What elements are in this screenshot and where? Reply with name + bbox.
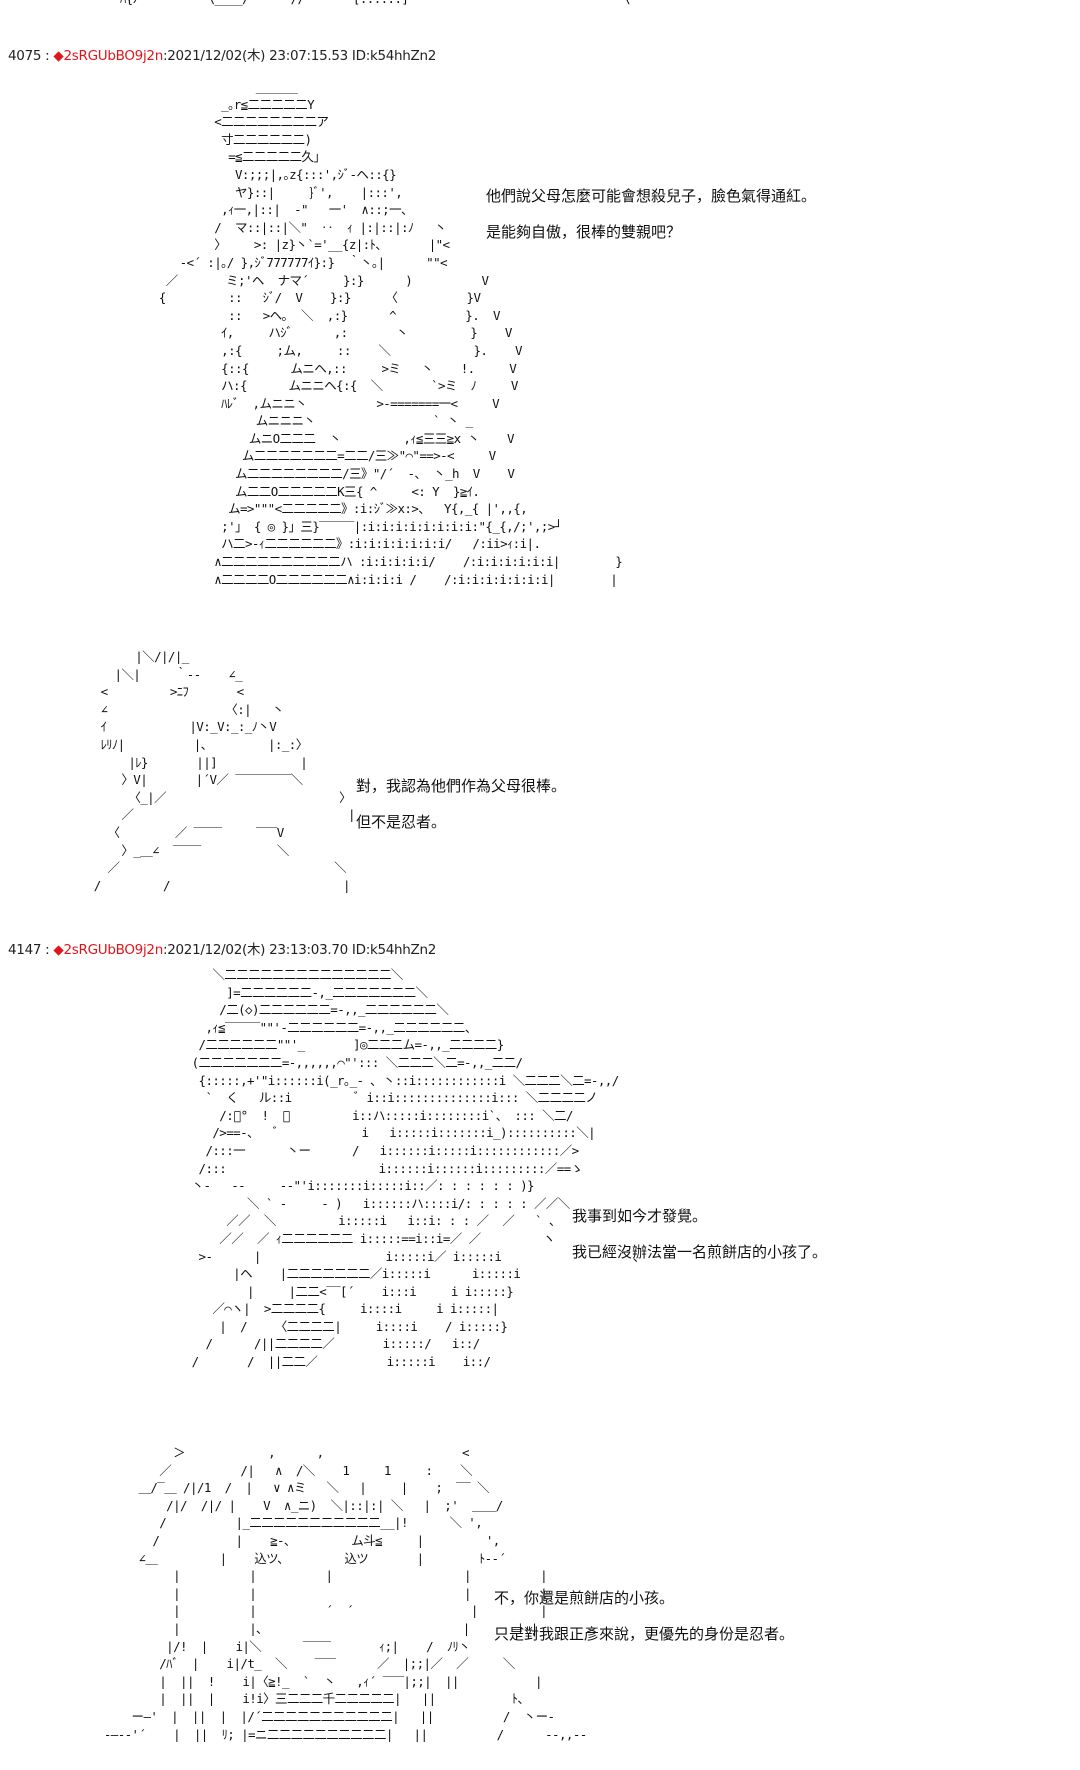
ascii-art-spiky-hair-character: |＼/|/|_ |＼| ｀-- ∠_ < >ﾆﾌ < ∠ 〈:| 丶 ｲ |V:… — [93, 649, 356, 893]
trip-diamond-icon: ◆ — [53, 48, 64, 64]
dialog-block: 我事到如今才發覺。 我已經沒辦法當一名煎餅店的小孩了。 — [572, 1198, 827, 1270]
dialog-line: 是能夠自傲，很棒的雙親吧？ — [486, 223, 682, 241]
post-number[interactable]: 4147 — [8, 942, 42, 958]
dialog-line: 我事到如今才發覺。 — [572, 1207, 708, 1225]
dialog-line: 我已經沒辦法當一名煎餅店的小孩了。 — [572, 1243, 828, 1261]
ascii-art-headband-character: ＞ , , < ／ /| ∧ /＼ 1 1 : ＼ ＿/‾＿ /|/1 / | … — [103, 1445, 587, 1742]
post-separator: : — [41, 48, 54, 64]
ascii-art-sasuke-with-parents: ______ _｡r≦二二二二二Y <二二二二二二二二ア 寸二二二二二二) =≦… — [158, 79, 623, 587]
trip-diamond-icon: ◆ — [53, 942, 64, 958]
dialog-block: 不，你還是煎餅店的小孩。 只是對我跟正彥來說，更優先的身份是忍者。 — [494, 1580, 794, 1652]
dialog-block: 他們說父母怎麼可能會想殺兒子，臉色氣得通紅。 是能夠自傲，很棒的雙親吧？ — [486, 178, 816, 250]
ascii-art-capped-ninja: ＼二二二二二二二二二二二二二二＼ ]=二二二二二二-,_二二二二二二二＼ /二(… — [191, 967, 646, 1370]
poster-trip: 2sRGUbBO9j2n — [63, 48, 164, 64]
dialog-line: 但不是忍者。 — [356, 813, 447, 831]
post-separator: : — [41, 942, 54, 958]
post-header: 4147 : ◆2sRGUbBO9j2n:2021/12/02(木) 23:13… — [8, 938, 436, 958]
dialog-line: 對，我認為他們作為父母很棒。 — [356, 777, 567, 795]
poster-trip: 2sRGUbBO9j2n — [63, 942, 164, 958]
dialog-block: 對，我認為他們作為父母很棒。 但不是忍者。 — [356, 768, 566, 840]
dialog-line: 只是對我跟正彥來說，更優先的身份是忍者。 — [494, 1625, 795, 1643]
dialog-line: 不，你還是煎餅店的小孩。 — [494, 1589, 675, 1607]
post-datetime-id: :2021/12/02(木) 23:07:15.53 ID:k54hhZn2 — [162, 48, 437, 64]
post-datetime-id: :2021/12/02(木) 23:13:03.70 ID:k54hhZn2 — [162, 942, 437, 958]
post-number[interactable]: 4075 — [8, 48, 42, 64]
ascii-art-top-fragment: ﾊ{ﾉ \____/ // [::::::] \ — [120, 0, 631, 8]
post-header: 4075 : ◆2sRGUbBO9j2n:2021/12/02(木) 23:07… — [8, 44, 436, 64]
dialog-line: 他們說父母怎麼可能會想殺兒子，臉色氣得通紅。 — [486, 187, 817, 205]
